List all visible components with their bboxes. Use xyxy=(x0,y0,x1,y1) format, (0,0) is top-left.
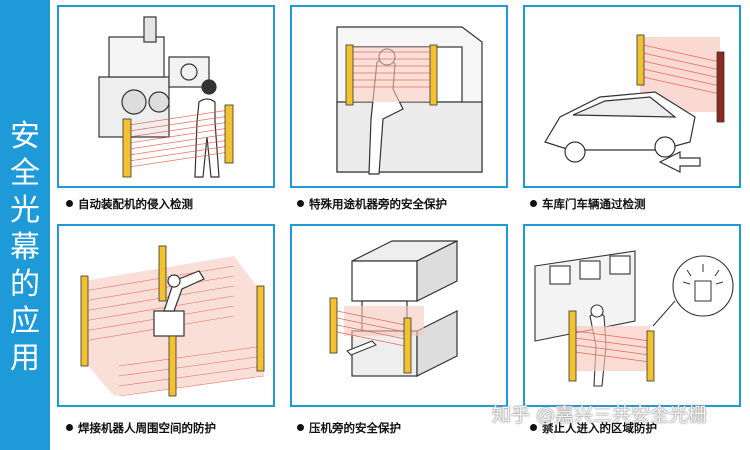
bullet-icon xyxy=(66,200,73,207)
light-curtain-emitter xyxy=(122,118,132,178)
bullet-icon xyxy=(297,200,304,207)
light-curtain-receiver xyxy=(224,104,234,164)
bullet-icon xyxy=(66,424,73,431)
caption-panel-6: 禁止人进入的区域防护 xyxy=(530,420,657,436)
light-curtain-receiver xyxy=(716,51,725,123)
panel-restricted-area xyxy=(523,224,741,407)
light-curtain-receiver xyxy=(403,317,412,374)
light-curtain-receiver xyxy=(646,330,655,382)
light-curtain-post-2 xyxy=(158,245,167,302)
watermark: 知乎 @嘉兴三共安全光栅 xyxy=(492,404,708,426)
light-curtain-post-1 xyxy=(80,275,89,367)
panel-special-machine xyxy=(290,5,508,188)
sidebar-title: 安全光幕的应用 xyxy=(10,119,40,376)
illustration-garage-door xyxy=(544,34,725,173)
illustration-welding-robot xyxy=(80,245,265,397)
illustration-special-machine xyxy=(336,26,483,175)
caption-panel-4: 焊接机器人周围空间的防护 xyxy=(66,420,216,436)
light-curtain-emitter xyxy=(568,310,577,382)
bullet-icon xyxy=(297,424,304,431)
light-curtain-post-4 xyxy=(256,285,265,372)
panel-press-machine xyxy=(290,224,508,407)
caption-panel-1: 自动装配机的侵入检测 xyxy=(66,196,193,212)
light-curtain-emitter xyxy=(345,44,354,106)
panel-assembly-machine xyxy=(57,5,275,188)
caption-panel-2: 特殊用途机器旁的安全保护 xyxy=(297,196,447,212)
sidebar: 安全光幕的应用 xyxy=(0,0,50,450)
illustration-assembly-machine xyxy=(98,16,234,178)
light-curtain-emitter xyxy=(329,297,338,354)
illustration-restricted-area xyxy=(534,250,734,387)
light-curtain-receiver xyxy=(429,44,438,106)
light-curtain-post-3 xyxy=(168,335,177,397)
caption-panel-5: 压机旁的安全保护 xyxy=(297,420,401,436)
panel-garage-door xyxy=(523,5,741,188)
bullet-icon xyxy=(530,424,537,431)
illustration-press-machine xyxy=(329,240,458,377)
panel-welding-robot xyxy=(57,224,275,407)
bullet-icon xyxy=(530,200,537,207)
caption-panel-3: 车库门车辆通过检测 xyxy=(530,196,646,212)
light-curtain-emitter xyxy=(636,34,645,86)
